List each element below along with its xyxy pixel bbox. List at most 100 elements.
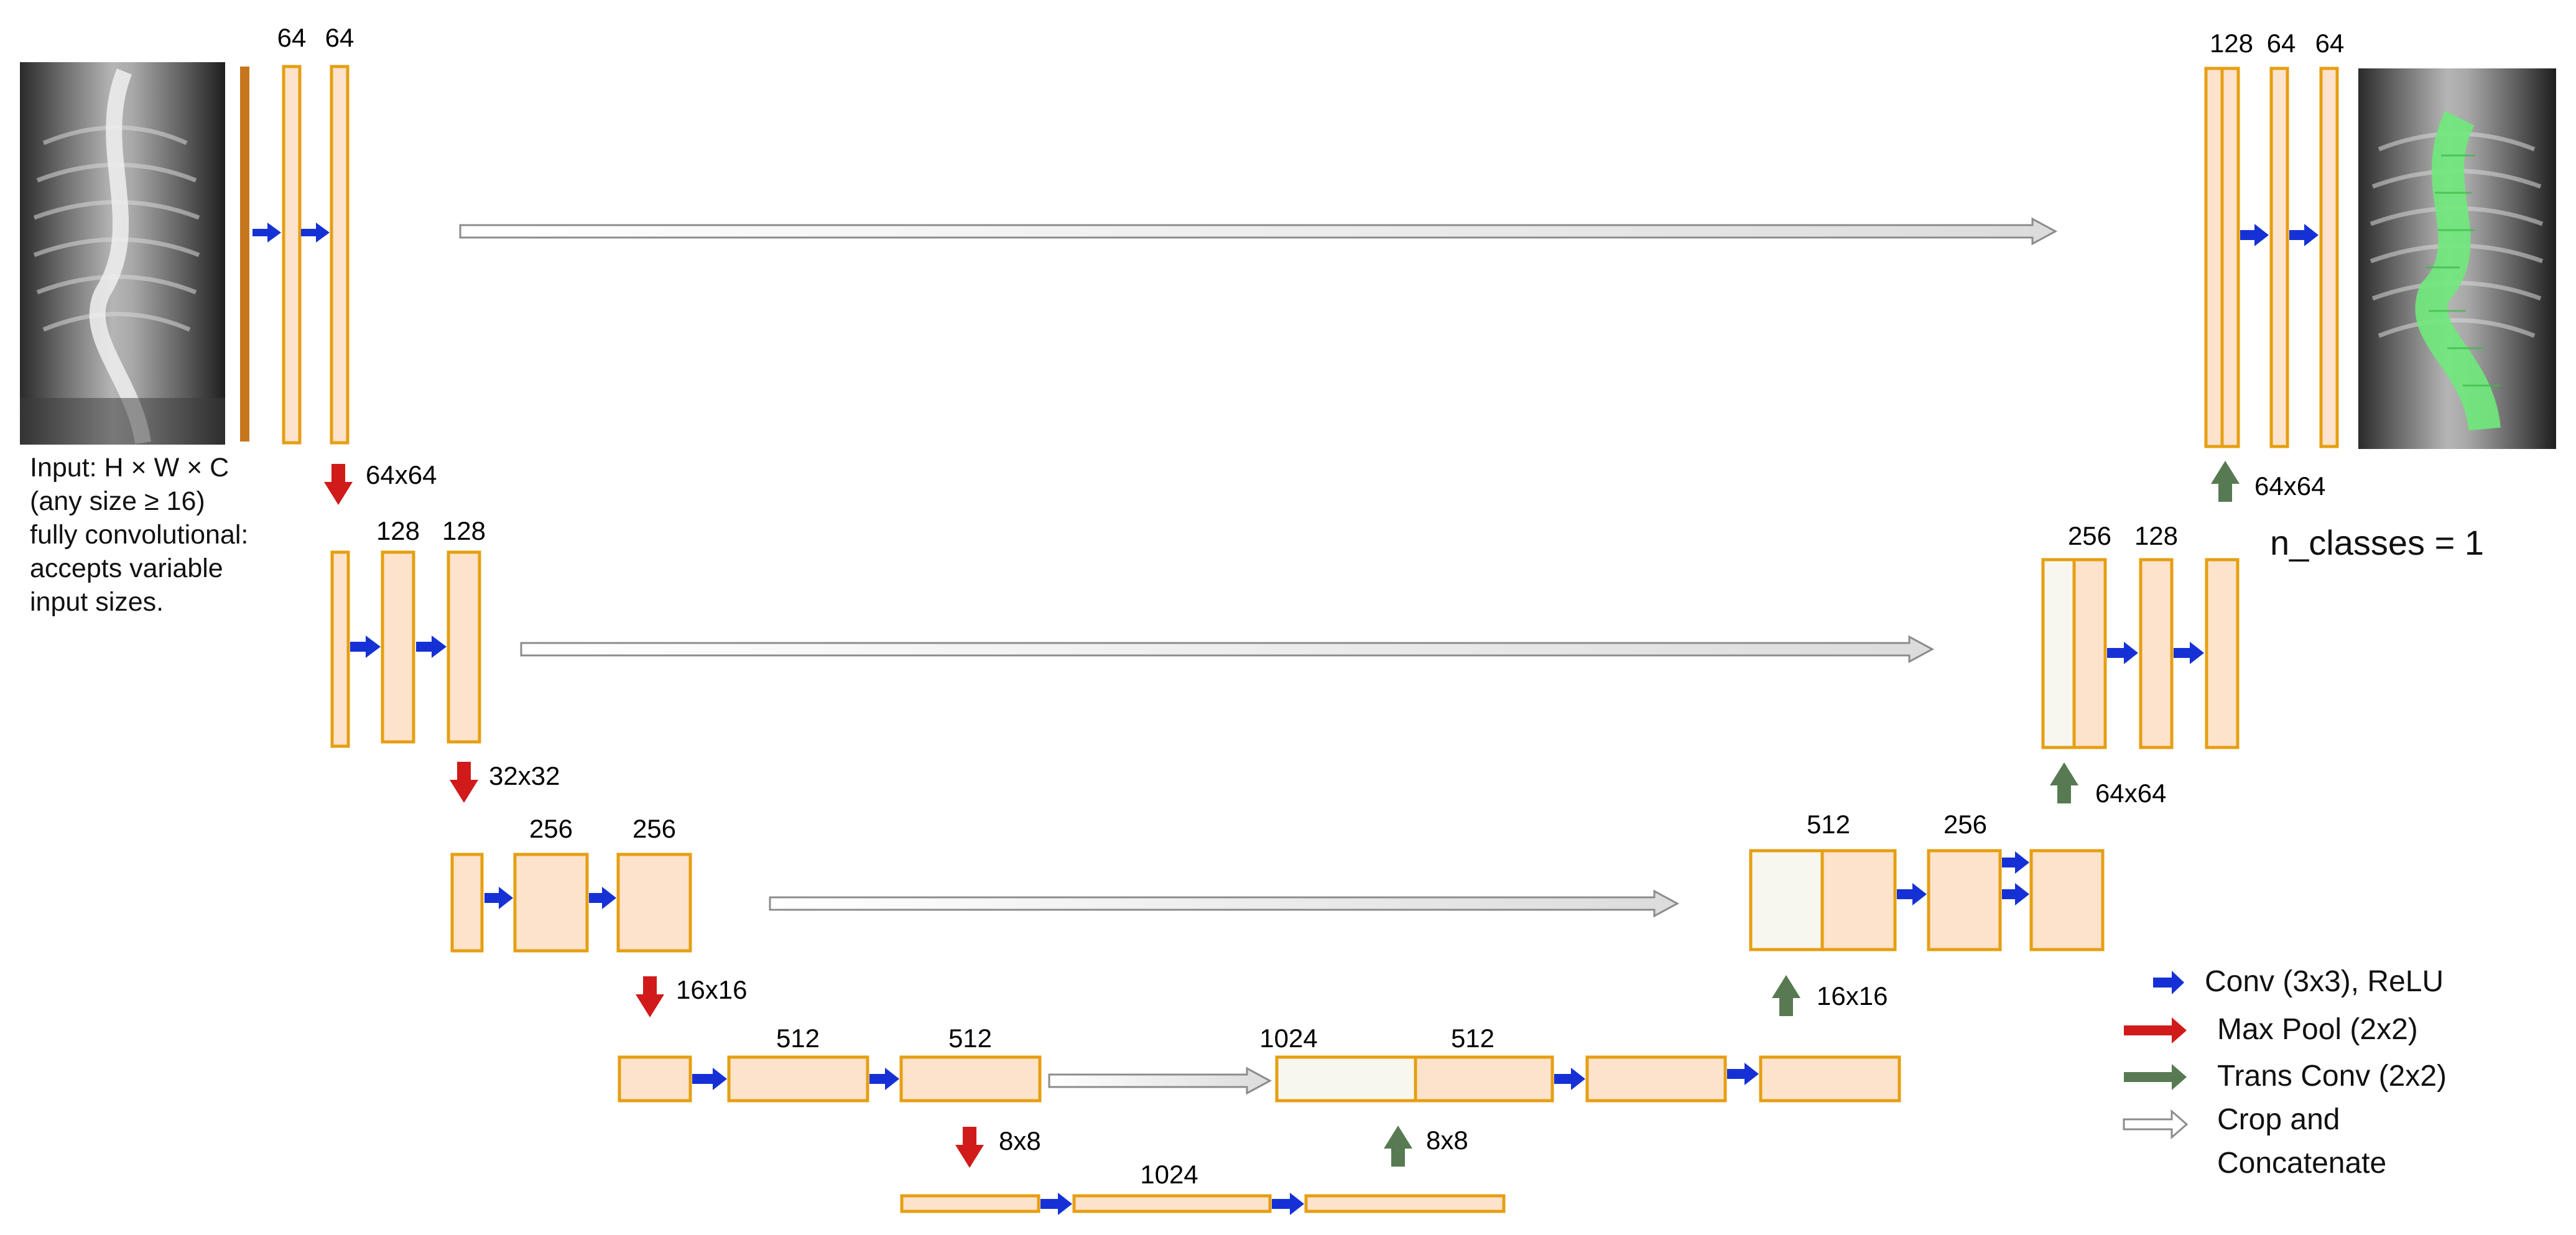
legend-transconv-icon xyxy=(2124,1064,2187,1090)
n-classes-label: n_classes = 1 xyxy=(2270,523,2484,562)
upconv-arrow xyxy=(1772,975,1800,1016)
conv-arrow xyxy=(1272,1193,1304,1215)
enc3-block-0 xyxy=(450,853,484,953)
legend-maxpool-label: Max Pool (2x2) xyxy=(2217,1013,2418,1046)
maxpool-arrow xyxy=(324,464,353,505)
encoder-level-2: 128 128 xyxy=(330,516,486,748)
enc4-label-b: 512 xyxy=(948,1024,992,1053)
skip-arrow-level-4 xyxy=(1048,1066,1272,1095)
skip-connections xyxy=(459,217,2058,1095)
pool4-size: 8x8 xyxy=(999,1126,1041,1155)
bottleneck-label: 1024 xyxy=(1140,1160,1198,1189)
conv-arrow xyxy=(1897,883,1927,905)
output-xray-image xyxy=(2358,68,2556,449)
input-note-line-2: (any size ≥ 16) xyxy=(30,486,205,516)
dec3-label-concat: 512 xyxy=(1807,810,1850,839)
up2-size: 64x64 xyxy=(2095,779,2166,808)
decoder-level-1: 128 64 64 xyxy=(2204,29,2344,448)
enc2-block-0 xyxy=(330,550,350,748)
maxpool-arrow xyxy=(636,976,664,1017)
segmentation-mask xyxy=(2415,111,2501,432)
decoder-level-4: 1024 512 xyxy=(1259,1024,1901,1103)
input-note-line-5: input sizes. xyxy=(30,587,164,617)
enc3-block-b xyxy=(616,853,692,953)
bottleneck-block-0 xyxy=(900,1194,1040,1213)
enc2-label-a: 128 xyxy=(376,516,420,545)
enc3-label-b: 256 xyxy=(632,814,676,843)
decoder-level-3: 512 256 xyxy=(1749,810,2105,951)
upconv-arrow xyxy=(2211,461,2240,502)
size-labels: 64x64 32x32 16x16 8x8 8x8 16x16 64x64 64… xyxy=(366,460,2325,1155)
dec3-block-b xyxy=(2029,849,2105,951)
dec2-label-out: 128 xyxy=(2134,521,2178,550)
conv-arrow xyxy=(1727,1063,1759,1085)
dec1-label-concat: 128 xyxy=(2210,29,2253,58)
input-note-line-4: accepts variable xyxy=(30,553,223,583)
conv-arrow xyxy=(2240,224,2269,246)
conv-arrow xyxy=(416,636,447,658)
dec4-block-b xyxy=(1759,1055,1901,1103)
up3-size: 16x16 xyxy=(1817,981,1888,1011)
conv-arrows xyxy=(253,223,2319,1215)
enc1-label-a: 64 xyxy=(277,23,307,52)
conv-arrow xyxy=(589,887,616,909)
conv-arrow xyxy=(301,223,330,243)
upconv-arrow xyxy=(1384,1126,1412,1167)
encoder-level-1: 64 64 xyxy=(277,23,354,445)
conv-arrow xyxy=(253,223,281,243)
encoder-level-3: 256 256 xyxy=(450,814,692,953)
conv-arrow xyxy=(350,636,381,658)
conv-arrow xyxy=(869,1068,899,1090)
input-channel-bar xyxy=(240,67,249,442)
conv-arrow xyxy=(2174,642,2204,664)
enc4-block-0 xyxy=(618,1055,692,1103)
encoder-level-4: 512 512 xyxy=(618,1024,1042,1103)
upconv-arrows xyxy=(1384,461,2240,1167)
enc2-block-b xyxy=(447,550,481,744)
skip-arrow-level-2 xyxy=(520,635,1935,664)
pool3-size: 16x16 xyxy=(676,975,747,1004)
dec1-block-skip xyxy=(2204,67,2224,448)
enc1-label-b: 64 xyxy=(325,23,354,52)
dec4-block-skip xyxy=(1275,1055,1417,1103)
dec3-label-out: 256 xyxy=(1944,810,1987,839)
dec2-block-a xyxy=(2139,558,2174,749)
legend-conv-icon xyxy=(2153,971,2184,994)
dec1-block-a xyxy=(2269,67,2289,448)
bottleneck-block-b xyxy=(1304,1194,1506,1213)
input-note-line-1: Input: H × W × C xyxy=(30,453,229,483)
dec1-label-a: 64 xyxy=(2267,29,2296,58)
enc3-label-a: 256 xyxy=(529,814,573,843)
conv-arrow xyxy=(484,887,513,909)
dec4-block-up xyxy=(1414,1055,1554,1103)
dec1-block-b xyxy=(2319,67,2339,448)
enc4-block-b xyxy=(899,1055,1042,1103)
up1-size: 64x64 xyxy=(2254,471,2325,501)
enc2-label-b: 128 xyxy=(442,516,486,545)
maxpool-arrow xyxy=(955,1127,984,1168)
conv-arrow xyxy=(2289,224,2319,246)
conv-arrow xyxy=(692,1068,727,1090)
dec3-block-skip xyxy=(1749,849,1824,951)
conv-arrow xyxy=(2002,883,2029,905)
dec4-block-a xyxy=(1585,1055,1727,1103)
dec1-block-up xyxy=(2220,67,2240,448)
enc2-block-a xyxy=(381,550,415,744)
dec2-block-b xyxy=(2205,558,2240,749)
legend-conv-label: Conv (3x3), ReLU xyxy=(2205,965,2444,998)
input-xray-image xyxy=(20,62,225,445)
dec3-block-up xyxy=(1820,849,1897,951)
skip-arrow-level-1 xyxy=(459,217,2058,246)
upconv-arrow xyxy=(2050,762,2078,803)
dec2-block-up xyxy=(2072,558,2107,749)
bottleneck-block-a xyxy=(1072,1194,1272,1213)
input-note: Input: H × W × C (any size ≥ 16) fully c… xyxy=(30,451,353,619)
enc3-block-a xyxy=(513,853,589,953)
conv-arrow xyxy=(2107,642,2138,664)
dec3-block-a xyxy=(1927,849,2002,951)
enc4-block-a xyxy=(727,1055,869,1103)
legend-crop-label-1: Crop and xyxy=(2217,1103,2340,1136)
decoder-level-2: 256 128 xyxy=(2041,521,2240,749)
legend-maxpool-icon xyxy=(2124,1017,2187,1043)
